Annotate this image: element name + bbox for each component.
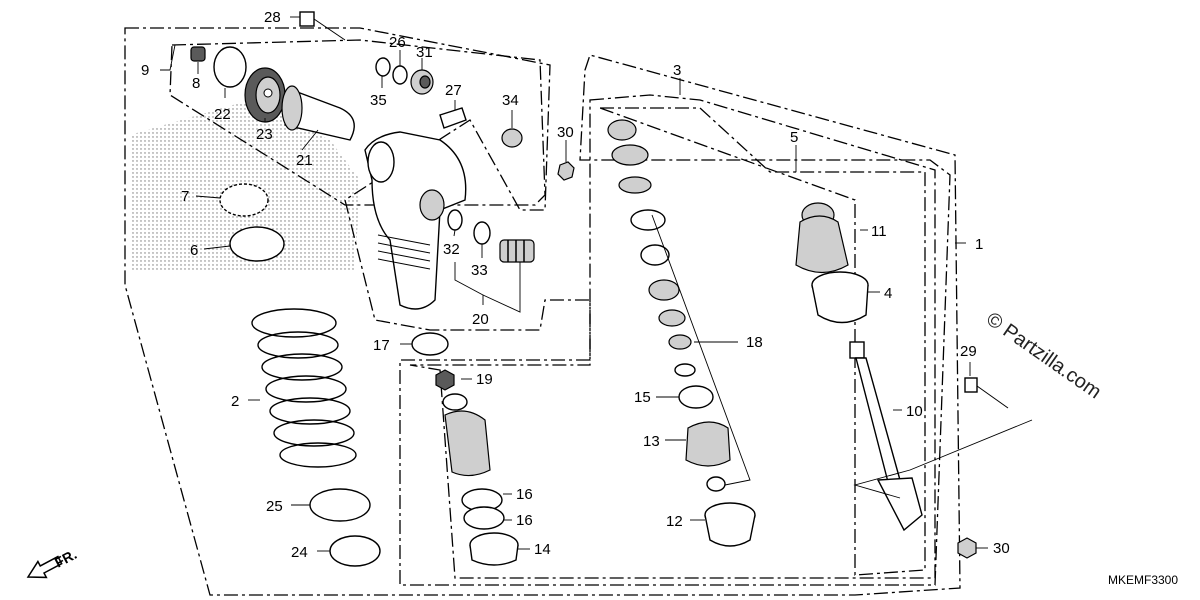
- bump-rubber-11: [795, 202, 849, 274]
- callout-27: 27: [445, 82, 462, 99]
- o-ring-15: [678, 385, 714, 409]
- o-ring-33: [473, 221, 491, 245]
- callout-31: 31: [416, 44, 433, 61]
- diagram-code: MKEMF3300: [1108, 573, 1178, 587]
- cap-12: [704, 502, 756, 547]
- o-ring-22: [213, 46, 247, 88]
- callout-14: 14: [534, 541, 551, 558]
- callout-17: 17: [373, 337, 390, 354]
- ring-24: [329, 535, 381, 567]
- nut-19: [435, 369, 455, 391]
- callout-33: 33: [471, 262, 488, 279]
- callout-16-upper: 16: [516, 486, 533, 503]
- callout-21: 21: [296, 152, 313, 169]
- bump-rubber-stack: [607, 119, 686, 327]
- washer-34: [501, 128, 523, 148]
- damper-rod-10: [849, 341, 923, 532]
- callout-35: 35: [370, 92, 387, 109]
- callout-12: 12: [666, 513, 683, 530]
- spring-2: [251, 308, 357, 468]
- valve-cap-8: [190, 46, 206, 62]
- ring-35: [375, 57, 391, 77]
- callout-24: 24: [291, 544, 308, 561]
- reservoir-cap-23: [244, 67, 286, 123]
- lock-ring-6: [229, 226, 285, 262]
- o-ring-32: [447, 209, 463, 231]
- callout-32: 32: [443, 241, 460, 258]
- callout-30-top: 30: [557, 124, 574, 141]
- callout-13: 13: [643, 433, 660, 450]
- callout-18: 18: [746, 334, 763, 351]
- lock-ring-7: [219, 183, 269, 217]
- collar-14: [469, 532, 519, 566]
- callout-9: 9: [141, 62, 149, 79]
- bump-rubber-13: [685, 421, 731, 467]
- seat-small: [706, 476, 726, 492]
- callout-11: 11: [871, 223, 887, 240]
- bolt-29: [964, 377, 1009, 409]
- callout-26: 26: [389, 34, 406, 51]
- callout-3: 3: [673, 62, 681, 79]
- bolt-28: [299, 11, 346, 41]
- callout-22: 22: [214, 106, 231, 123]
- cup-4: [811, 271, 869, 324]
- callout-1: 1: [975, 236, 983, 253]
- seal-18: [668, 334, 692, 350]
- adjuster-20: [499, 239, 535, 263]
- callout-19: 19: [476, 371, 493, 388]
- callout-15: 15: [634, 389, 651, 406]
- callout-34: 34: [502, 92, 519, 109]
- callout-23: 23: [256, 126, 273, 143]
- ring-stack: [674, 363, 696, 377]
- label-27: [439, 107, 467, 129]
- assembly-outline-1: [124, 27, 961, 596]
- callout-5: 5: [790, 129, 798, 146]
- shock-body: [364, 131, 467, 310]
- collar-25: [309, 488, 371, 522]
- callout-4: 4: [884, 285, 892, 302]
- callout-2: 2: [231, 393, 239, 410]
- callout-7: 7: [181, 188, 189, 205]
- callout-20: 20: [472, 311, 489, 328]
- damper-assembly-cluster: [442, 393, 491, 477]
- nut-30-top: [557, 161, 575, 181]
- callout-10: 10: [906, 403, 923, 420]
- watermark: © Partzilla.com: [982, 308, 1105, 403]
- collar-31: [410, 69, 434, 95]
- reservoir-outline-9: [169, 39, 546, 206]
- bladder-21: [281, 85, 355, 141]
- callout-16-lower: 16: [516, 512, 533, 529]
- rod-outline-5: [599, 107, 926, 576]
- callout-29: 29: [960, 343, 977, 360]
- damper-outline-3: [409, 94, 936, 579]
- ring-26: [392, 65, 408, 85]
- clip-17: [411, 332, 449, 356]
- callout-8: 8: [192, 75, 200, 92]
- nut-30-bottom: [957, 537, 977, 559]
- callout-28: 28: [264, 9, 281, 26]
- callout-6: 6: [190, 242, 198, 259]
- ring-16b: [463, 506, 505, 530]
- callout-30-bottom: 30: [993, 540, 1010, 557]
- callout-25: 25: [266, 498, 283, 515]
- leader-lines: [160, 16, 1033, 552]
- front-direction-arrow-icon: [26, 555, 63, 579]
